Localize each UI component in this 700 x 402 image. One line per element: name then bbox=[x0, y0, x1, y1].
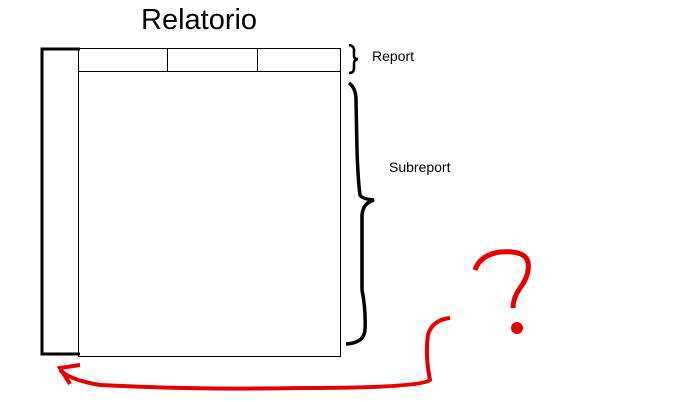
report-table bbox=[78, 48, 341, 357]
left-bracket bbox=[40, 47, 80, 356]
arrowhead-icon bbox=[56, 363, 81, 386]
subreport-brace bbox=[345, 81, 375, 346]
report-label: Report bbox=[372, 48, 415, 64]
question-mark-icon bbox=[472, 249, 531, 309]
report-brace bbox=[348, 43, 359, 75]
diagram-title: Relatorio bbox=[141, 4, 258, 36]
question-mark-dot bbox=[511, 322, 523, 334]
subreport-label: Subreport bbox=[389, 159, 451, 175]
report-outline bbox=[78, 48, 341, 357]
red-arrow bbox=[58, 316, 451, 391]
